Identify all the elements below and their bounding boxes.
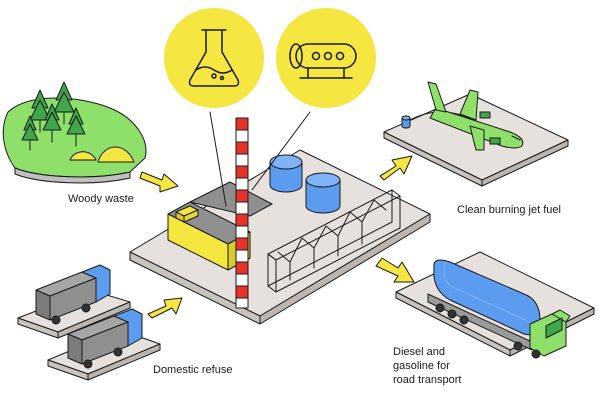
label-road-line-2: gasoline for <box>393 360 450 372</box>
label-road-transport: Diesel and gasoline for road transport <box>393 345 513 387</box>
airplane <box>427 81 524 151</box>
arrow-jet <box>379 155 413 181</box>
label-woody-waste: Woody waste <box>68 193 134 205</box>
refuse-truck-group <box>17 264 161 381</box>
woody-waste-island <box>2 81 147 184</box>
flask-icon <box>188 29 240 87</box>
tanker-truck <box>427 259 571 359</box>
arrow-road <box>375 257 415 283</box>
arrow-refuse <box>147 297 183 319</box>
label-road-line-3: road transport <box>393 374 462 386</box>
refinery-platform <box>129 117 431 325</box>
airport-platform <box>383 81 569 187</box>
label-road-line-1: Diesel and <box>393 346 445 358</box>
road-platform <box>395 251 595 359</box>
storage-tank-icon <box>289 43 357 79</box>
label-domestic-refuse: Domestic refuse <box>153 364 233 376</box>
flask-bubble <box>164 8 264 108</box>
tank-bubble <box>276 8 376 108</box>
arrow-woody <box>139 171 179 193</box>
label-jet-fuel: Clean burning jet fuel <box>457 204 561 216</box>
